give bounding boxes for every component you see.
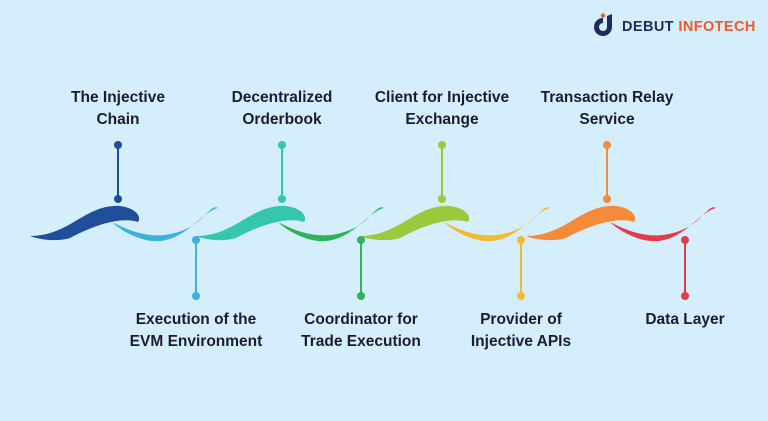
step-label-line1: Decentralized bbox=[231, 89, 333, 106]
step-label-line2: EVM Environment bbox=[129, 333, 263, 350]
step-label-line1: The Injective bbox=[71, 89, 165, 106]
connector-4 bbox=[357, 236, 365, 300]
wave-segment-7 bbox=[526, 205, 636, 241]
wave-segment-1 bbox=[30, 205, 140, 241]
step-label-line1: Coordinator for bbox=[304, 311, 418, 328]
step-label-6: Provider of Injective APIs bbox=[431, 309, 611, 353]
step-label-line1: Execution of the bbox=[135, 311, 257, 328]
step-label-line1: Transaction Relay bbox=[540, 89, 674, 106]
connector-6 bbox=[517, 236, 525, 300]
connector-3 bbox=[278, 141, 286, 203]
connector-8 bbox=[681, 236, 689, 300]
step-label-line1: Data Layer bbox=[645, 311, 725, 328]
logo-text: DEBUT INFOTECH bbox=[622, 19, 756, 35]
connector-2 bbox=[192, 236, 200, 300]
step-label-line2: Chain bbox=[96, 111, 140, 128]
step-label-line2: Orderbook bbox=[242, 111, 322, 128]
step-label-line2: Service bbox=[579, 111, 635, 128]
brand-word-1: DEBUT bbox=[622, 19, 674, 35]
connector-7 bbox=[603, 141, 611, 203]
step-label-line1: Provider of bbox=[480, 311, 562, 328]
brand-logo: DEBUT INFOTECH bbox=[594, 12, 764, 42]
wave-segment-5 bbox=[360, 205, 470, 241]
step-label-8: Data Layer bbox=[595, 309, 768, 331]
connector-1 bbox=[114, 141, 122, 203]
step-label-line2: Exchange bbox=[405, 111, 479, 128]
logo-icon bbox=[594, 13, 612, 36]
step-label-line2: Trade Execution bbox=[301, 333, 421, 350]
step-label-line1: Client for Injective bbox=[374, 89, 510, 106]
wave-segment-3 bbox=[196, 205, 306, 241]
step-label-line2: Injective APIs bbox=[470, 333, 572, 350]
connector-5 bbox=[438, 141, 446, 203]
brand-word-2: INFOTECH bbox=[678, 19, 756, 35]
